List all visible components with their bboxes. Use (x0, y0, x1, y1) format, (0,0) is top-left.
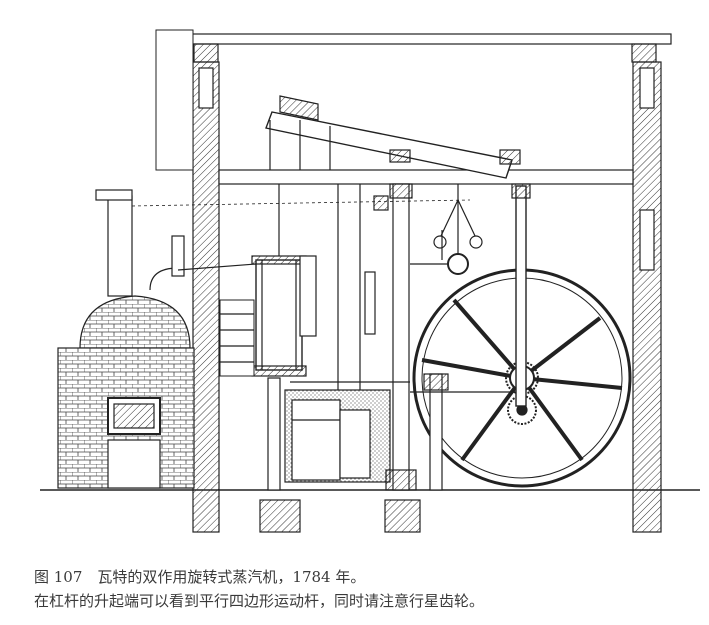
central-column (392, 183, 410, 491)
caption-line-2: 在杠杆的升起端可以看到平行四边形运动杆，同时请注意行星齿轮。 (34, 592, 485, 610)
foundation (259, 499, 301, 533)
centrifugal-governor (410, 184, 483, 275)
steam-engine-illustration (40, 29, 700, 533)
connecting-rod (515, 185, 527, 407)
floor-beam (218, 169, 634, 185)
rocking-beam (265, 95, 521, 179)
steam-cylinder (219, 184, 317, 377)
figure-caption: 图 107 瓦特的双作用旋转式蒸汽机，1784 年。 在杠杆的升起端可以看到平行… (34, 565, 694, 613)
condenser-tank (267, 377, 410, 491)
boiler (57, 189, 195, 489)
caption-line-1: 图 107 瓦特的双作用旋转式蒸汽机，1784 年。 (34, 568, 366, 586)
right-wall (632, 61, 662, 533)
roof-beam (182, 33, 672, 45)
left-wall (192, 61, 220, 533)
